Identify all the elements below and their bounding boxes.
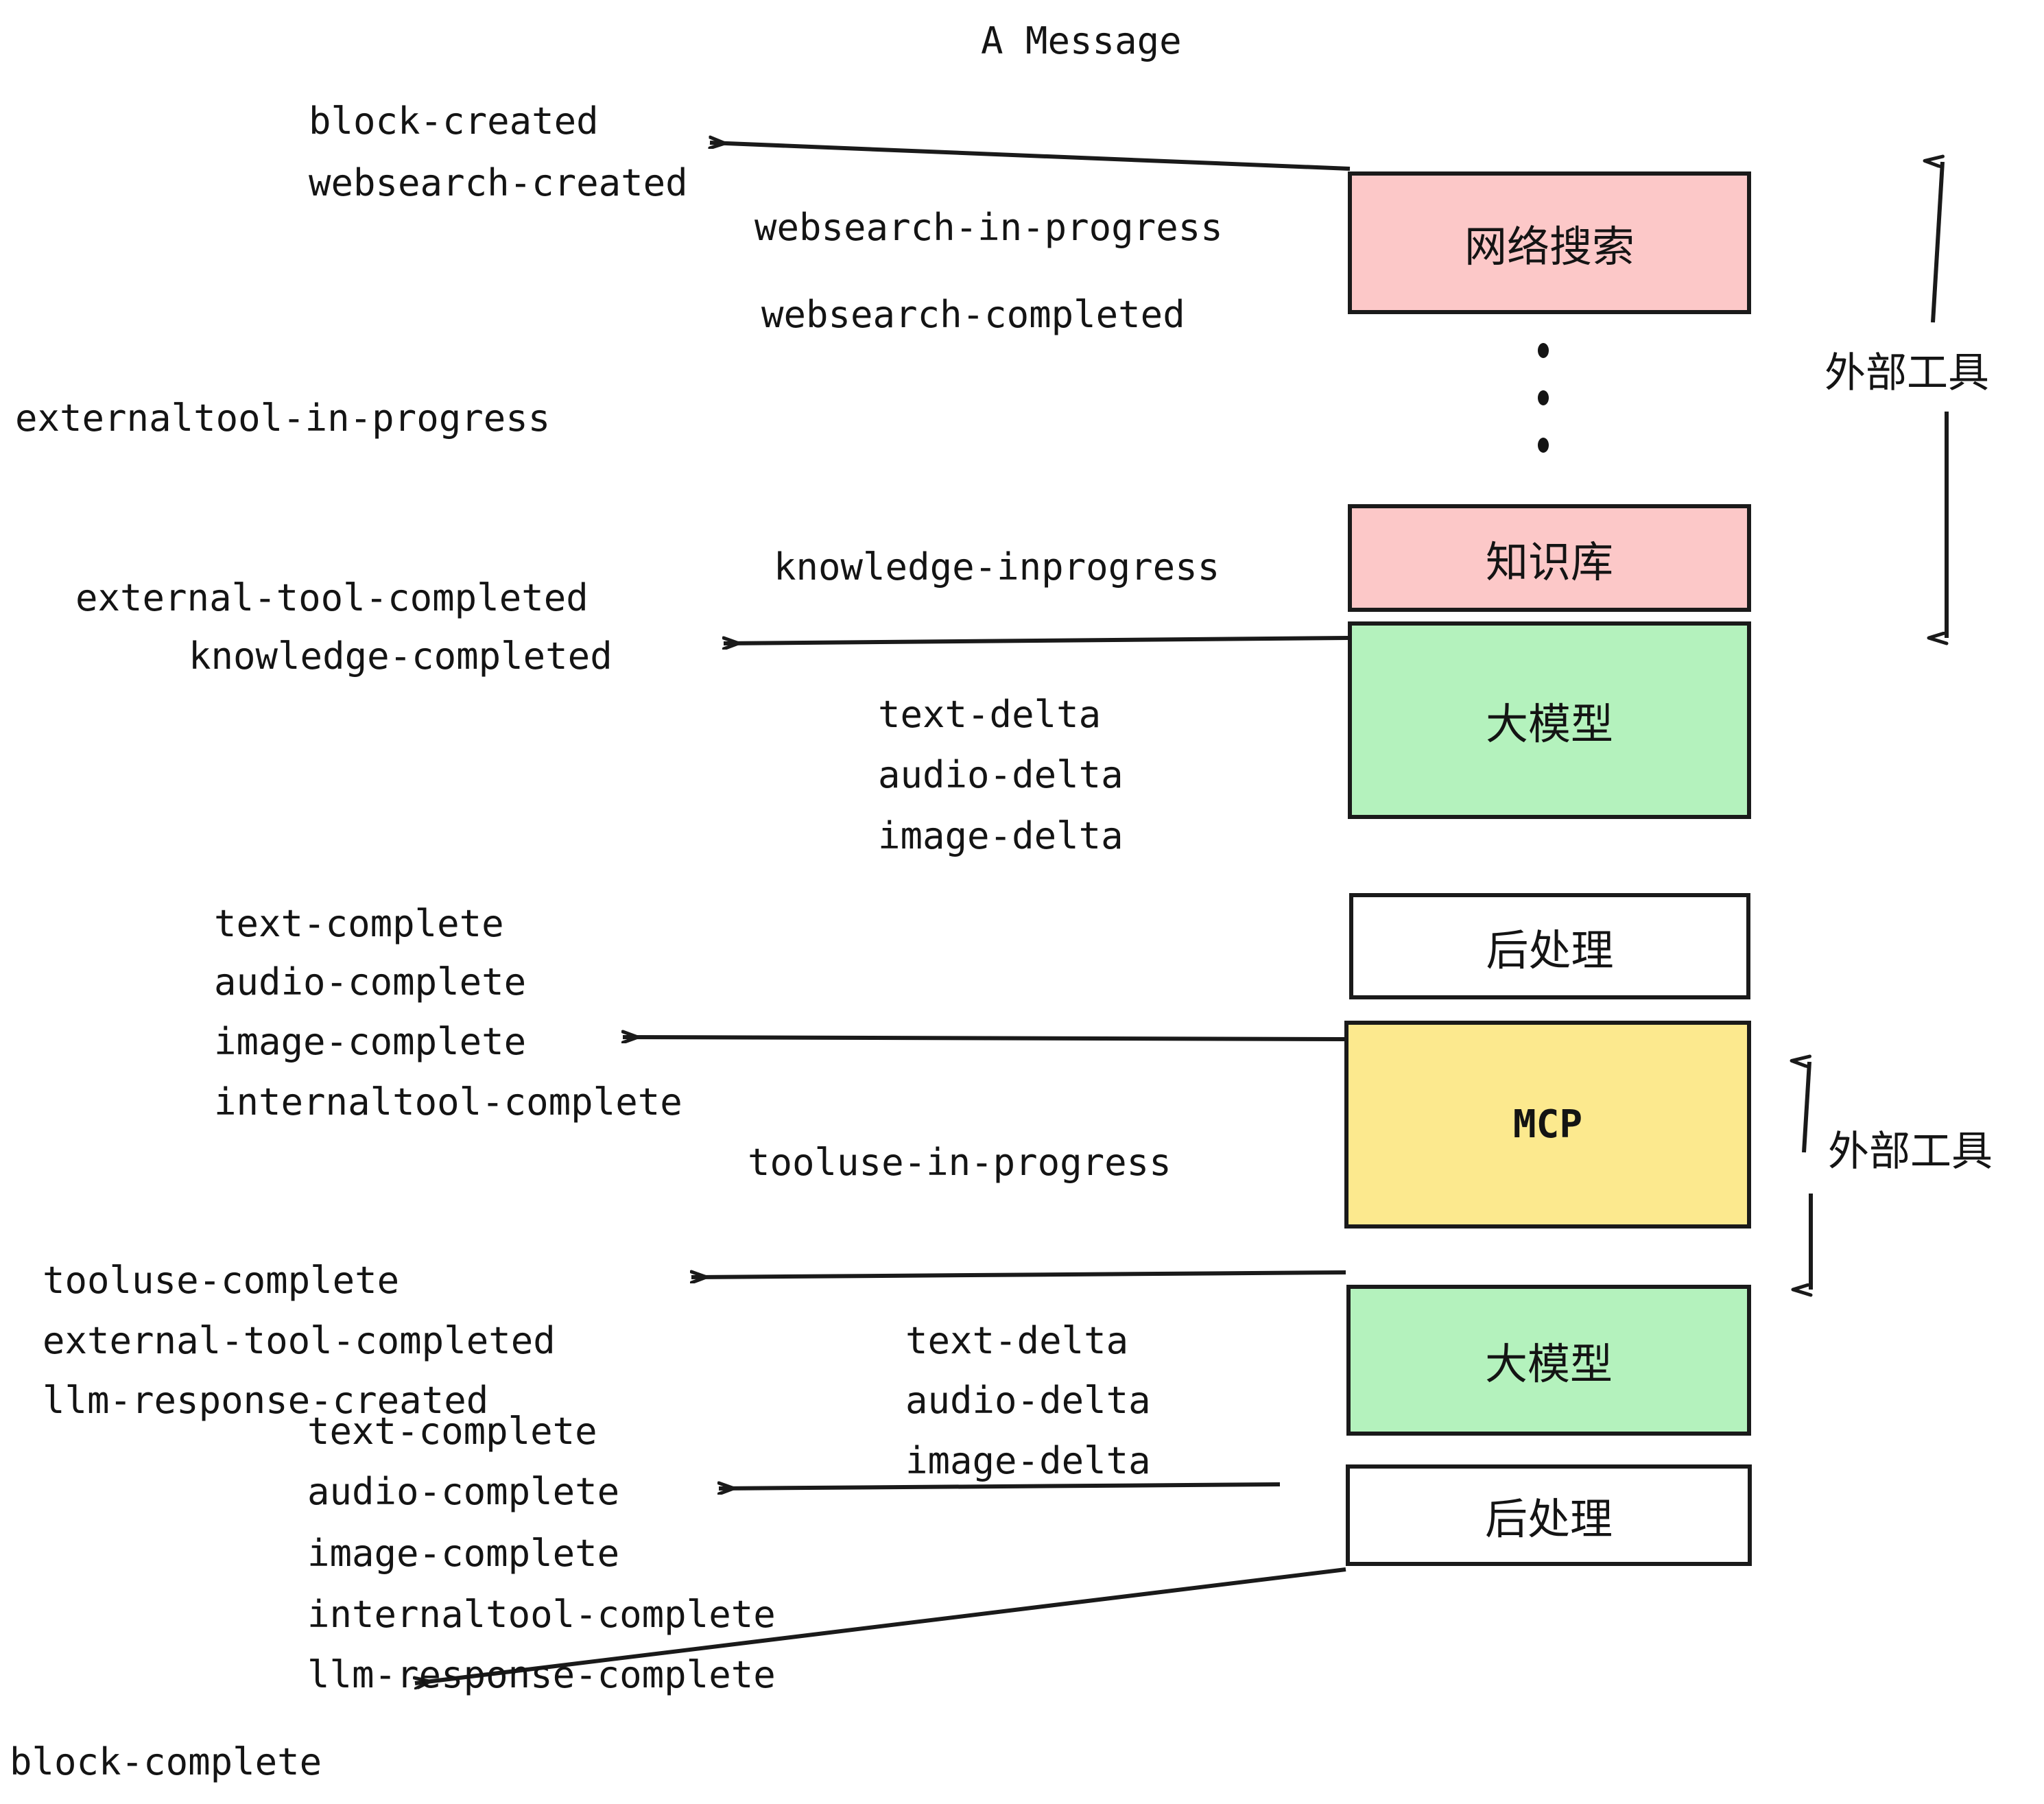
node-llm-2-label: 大模型 <box>1484 1339 1613 1389</box>
arrow-tooluse-complete <box>691 1272 1346 1277</box>
arrow-external-tools-top-up <box>1933 162 1945 323</box>
event-label-tooluse-in-progress: tooluse-in-progress <box>748 1141 1172 1184</box>
event-label-audio-complete-2: audio-complete <box>307 1470 620 1513</box>
event-label-audio-delta-1: audio-delta <box>878 753 1124 796</box>
event-label-knowledge-completed: knowledge-completed <box>189 634 613 678</box>
event-label-image-complete-1: image-complete <box>214 1020 527 1063</box>
group-label-external-tools-bottom: 外部工具 <box>1828 1128 1993 1176</box>
event-label-text-delta-1: text-delta <box>878 693 1102 736</box>
event-label-websearch-in-progress: websearch-in-progress <box>754 206 1223 249</box>
node-knowledge[interactable]: 知识库 <box>1348 504 1751 612</box>
event-label-external-tool-completed-2: external-tool-completed <box>43 1319 556 1362</box>
arrow-external-tools-bottom-up <box>1804 1062 1811 1153</box>
event-label-audio-delta-2: audio-delta <box>905 1379 1151 1422</box>
event-label-external-tool-completed-1: external-tool-completed <box>75 576 589 619</box>
node-postprocess-1-label: 后处理 <box>1486 925 1614 975</box>
vertical-ellipsis <box>1536 343 1550 453</box>
arrow-image-complete <box>623 1037 1345 1039</box>
page-title: A Message <box>981 19 1182 62</box>
event-label-internaltool-complete-1: internaltool-complete <box>214 1080 682 1124</box>
event-label-tooluse-complete: tooluse-complete <box>43 1259 400 1302</box>
event-label-image-delta-2: image-delta <box>905 1439 1151 1482</box>
node-mcp[interactable]: MCP <box>1344 1021 1751 1229</box>
node-websearch[interactable]: 网络搜索 <box>1348 171 1751 314</box>
node-knowledge-label: 知识库 <box>1485 536 1613 587</box>
node-postprocess-1[interactable]: 后处理 <box>1349 893 1750 999</box>
node-postprocess-2[interactable]: 后处理 <box>1346 1464 1752 1566</box>
event-label-websearch-completed: websearch-completed <box>761 293 1185 336</box>
event-label-audio-complete-1: audio-complete <box>214 960 527 1004</box>
event-label-block-complete: block-complete <box>10 1740 322 1783</box>
arrow-knowledge-completed <box>724 636 1349 643</box>
event-label-text-delta-2: text-delta <box>905 1319 1129 1362</box>
node-llm-1[interactable]: 大模型 <box>1348 621 1751 819</box>
event-label-image-delta-1: image-delta <box>878 814 1124 857</box>
event-label-block-created: block-created <box>309 99 599 143</box>
node-llm-2[interactable]: 大模型 <box>1346 1285 1751 1436</box>
node-websearch-label: 网络搜索 <box>1464 222 1635 272</box>
event-label-websearch-created: websearch-created <box>309 161 688 204</box>
event-label-llm-response-created: llm-response-created <box>43 1379 489 1422</box>
node-postprocess-2-label: 后处理 <box>1484 1494 1613 1544</box>
event-label-internaltool-complete-2: internaltool-complete <box>307 1593 776 1636</box>
group-label-external-tools-top: 外部工具 <box>1825 349 1989 397</box>
node-mcp-label: MCP <box>1512 1102 1583 1147</box>
event-label-text-complete-1: text-complete <box>214 902 504 945</box>
arrow-audio-complete <box>719 1484 1281 1488</box>
node-llm-1-label: 大模型 <box>1485 699 1613 749</box>
event-label-image-complete-2: image-complete <box>307 1532 620 1575</box>
event-label-knowledge-inprogress: knowledge-inprogress <box>774 545 1220 589</box>
event-label-externaltool-in-progress: externaltool-in-progress <box>15 396 551 440</box>
event-label-llm-response-complete: llm-response-complete <box>307 1653 776 1696</box>
event-label-text-complete-2: text-complete <box>307 1410 597 1453</box>
arrow-block-created <box>710 143 1351 171</box>
